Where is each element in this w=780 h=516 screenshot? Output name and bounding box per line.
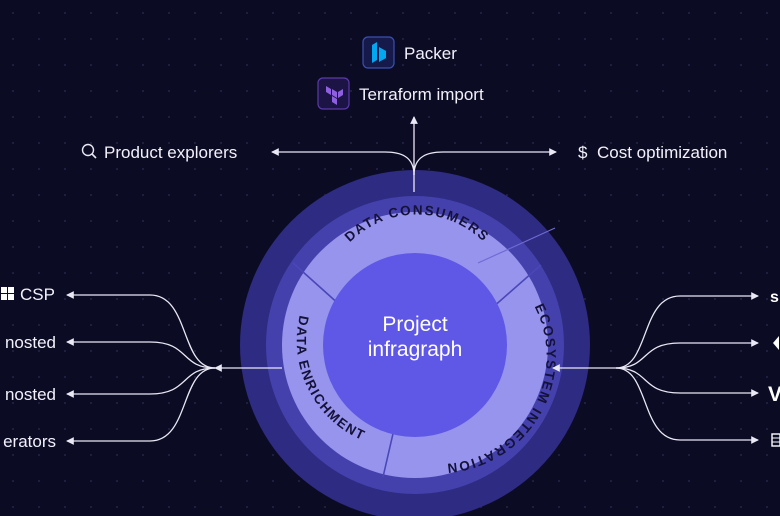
center-title-line2: infragraph: [368, 338, 463, 361]
partner-v-logo: V: [768, 383, 780, 406]
connector-right-4: [615, 367, 759, 444]
product-explorers-label: Product explorers: [104, 143, 237, 162]
connector-left-4: [66, 367, 216, 445]
center-circle: [323, 253, 507, 437]
terraform-import-item: Terraform import: [317, 77, 484, 110]
packer-glyph: [372, 42, 386, 63]
product-explorers-item: Product explorers: [81, 143, 237, 162]
packer-label: Packer: [404, 44, 457, 63]
partner-logo-icon: [773, 336, 779, 350]
connector-left-1: [66, 291, 216, 369]
connector-right-3: [615, 367, 759, 397]
segment-divider: [491, 264, 542, 309]
left-item-label: nosted: [5, 385, 56, 404]
search-icon: [81, 143, 97, 159]
connector-left-3: [66, 367, 216, 398]
left-item-label: nosted: [5, 333, 56, 352]
cost-optimization-label: Cost optimization: [597, 143, 727, 162]
connector-product-explorers: [271, 148, 415, 176]
left-item-csp: CSP: [1, 285, 55, 304]
packer-icon: [362, 36, 395, 69]
left-item-label: erators: [3, 432, 56, 451]
packer-item: Packer: [362, 36, 457, 69]
center-title-line1: Project: [382, 313, 448, 336]
left-item-label: CSP: [20, 285, 55, 304]
terraform-glyph: [326, 86, 343, 105]
cost-optimization-item: $ Cost optimization: [578, 143, 727, 162]
connector-right-2: [615, 339, 759, 369]
windows-grid-icon: [1, 287, 14, 300]
segment-divider: [292, 262, 342, 307]
terraform-import-label: Terraform import: [359, 85, 484, 104]
outer-divider: [477, 227, 556, 264]
connector-cost-optimization: [413, 148, 557, 176]
connector-right-1: [615, 292, 759, 369]
partner-tile-icon: [771, 433, 780, 447]
connector-left-2: [66, 338, 216, 369]
dollar-icon: $: [578, 143, 588, 162]
right-item-label: s: [770, 289, 779, 306]
